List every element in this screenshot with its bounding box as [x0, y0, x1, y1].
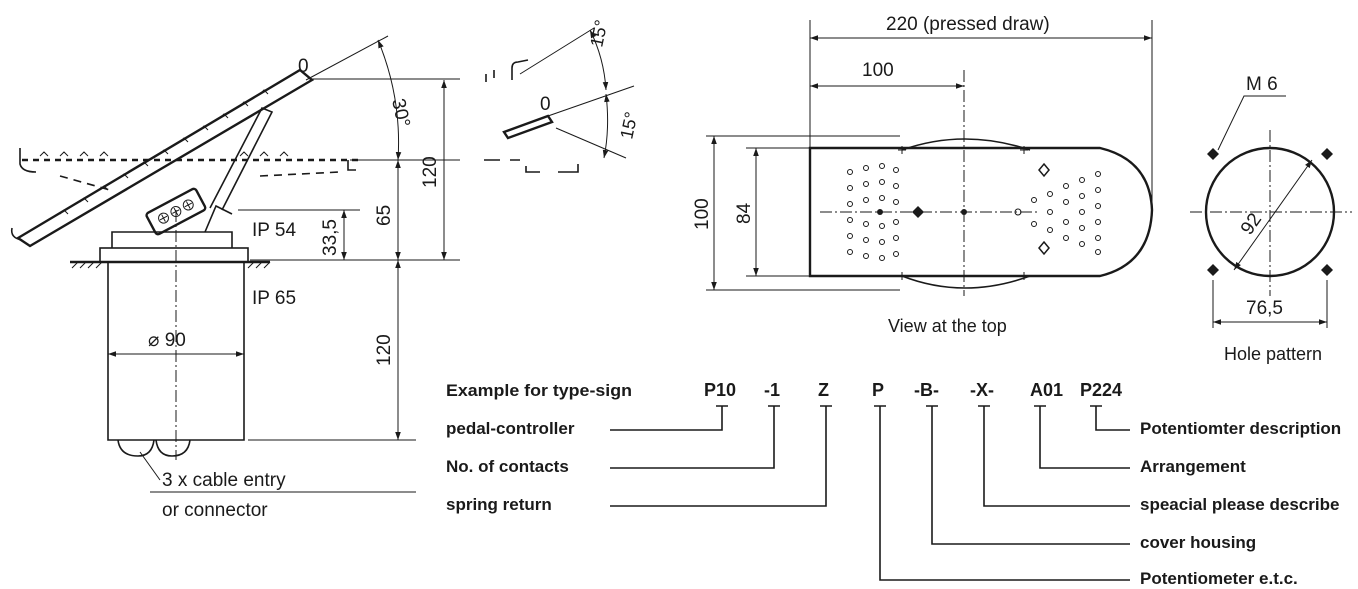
detail-ray-mid [547, 85, 635, 117]
leader-p224 [1090, 405, 1130, 431]
top-plate [111, 231, 233, 248]
top-vent-holes-right [1031, 171, 1101, 255]
detail-arc-top [589, 29, 609, 91]
top-view: 220 (pressed draw) 100 100 84 View at th… [692, 14, 1154, 336]
top-bulge-lower [901, 275, 1031, 289]
type-sign-heading: Example for type-sign [446, 381, 632, 400]
detail-zero-label: 0 [540, 94, 551, 115]
top-diamond-lower [1038, 240, 1050, 256]
top-cross-marks [898, 146, 1028, 280]
label-spring-return: spring return [446, 495, 552, 514]
dim-33-5-label: 33,5 [320, 219, 341, 256]
leader-p10 [610, 405, 728, 431]
pedal-plate [10, 68, 315, 248]
pivot-bracket [204, 204, 233, 233]
top-outline [808, 146, 1154, 278]
angle-30-arc [377, 39, 402, 161]
top-hole-b [1014, 208, 1022, 216]
detail-ray-bottom [555, 127, 627, 159]
cable-leader [139, 451, 161, 481]
code-x: -X- [970, 380, 994, 400]
code-b: -B- [914, 380, 939, 400]
hole-pattern: M 6 92 76,5 Hole pattern [1190, 74, 1352, 364]
dim-65-label: 65 [374, 205, 395, 226]
detail-mark-top [485, 70, 495, 82]
detail-15-bottom-label: 15° [616, 110, 641, 141]
lever-arm [209, 106, 274, 211]
dim-92-label: 92 [1237, 210, 1266, 239]
dim-76-5-label: 76,5 [1246, 298, 1283, 319]
side-view: 0 30° 120 65 33,5 120 ⌀ 90 IP 54 IP 65 3… [10, 35, 460, 521]
angle-30-label: 30° [387, 97, 414, 129]
top-bulge-upper [901, 138, 1031, 151]
thread-label: M 6 [1246, 74, 1278, 95]
mount-hole-bl [1207, 264, 1219, 276]
type-sign: Example for type-sign P10 -1 Z P -B- -X-… [446, 380, 1341, 588]
label-potentiometer-etc: Potentiometer e.t.c. [1140, 569, 1298, 588]
flange-plate [99, 247, 249, 263]
label-arrangement: Arrangement [1140, 457, 1246, 476]
ground-hatch [70, 260, 271, 269]
label-contacts: No. of contacts [446, 457, 569, 476]
code-a01: A01 [1030, 380, 1063, 400]
label-special: speacial please describe [1140, 495, 1339, 514]
leader-p [874, 405, 1130, 581]
cable-entry-label: 3 x cable entry [162, 470, 286, 491]
thread-leader [1217, 95, 1286, 151]
angle-detail: 0 15° 15° [484, 18, 642, 173]
code-p10: P10 [704, 380, 736, 400]
label-potentiometer-description: Potentiomter description [1140, 419, 1341, 438]
leader-b [926, 405, 1130, 545]
dim-line-92 [1233, 159, 1313, 271]
leader-a01 [1034, 405, 1130, 469]
ip65-label: IP 65 [252, 288, 296, 309]
connector-label: or connector [162, 500, 268, 521]
mount-hole-tr [1321, 148, 1333, 160]
diameter-label: ⌀ 90 [148, 330, 186, 351]
top-hole-center [961, 209, 967, 215]
dim-120-top-label: 120 [420, 156, 441, 188]
top-diamond-left [912, 206, 924, 218]
cable-entries [117, 439, 191, 457]
dim-84-label: 84 [734, 202, 755, 224]
top-vent-holes-left [847, 163, 899, 261]
label-pedal-controller: pedal-controller [446, 419, 575, 438]
detail-15-top-label: 15° [586, 18, 611, 49]
dim-100-v-label: 100 [692, 198, 713, 230]
detail-hook-top [511, 59, 529, 80]
top-diamond-upper [1038, 162, 1050, 178]
switch-block [145, 187, 207, 236]
top-hole-a [877, 209, 883, 215]
mount-hole-br [1321, 264, 1333, 276]
dim-100-h-label: 100 [862, 60, 894, 81]
detail-ray-top [519, 27, 595, 75]
leader-z [610, 405, 832, 507]
hole-pattern-caption: Hole pattern [1224, 344, 1322, 364]
code-p: P [872, 380, 884, 400]
detail-arc-bottom [602, 93, 610, 159]
dim-220-label: 220 (pressed draw) [886, 14, 1050, 35]
leader-x [978, 405, 1130, 507]
ip54-label: IP 54 [252, 220, 296, 241]
detail-pedal [502, 114, 554, 140]
code-z: Z [818, 380, 829, 400]
pressed-position [19, 148, 360, 191]
label-cover-housing: cover housing [1140, 533, 1256, 552]
code-p224: P224 [1080, 380, 1122, 400]
mount-hole-tl [1207, 148, 1219, 160]
detail-hook-bottom [525, 164, 579, 173]
pedal-zero-label: 0 [298, 56, 309, 77]
dim-120-body-label: 120 [374, 334, 395, 366]
angle-ray [305, 35, 389, 81]
leader-contacts [610, 405, 780, 469]
top-view-caption: View at the top [888, 316, 1007, 336]
code-contacts: -1 [764, 380, 780, 400]
